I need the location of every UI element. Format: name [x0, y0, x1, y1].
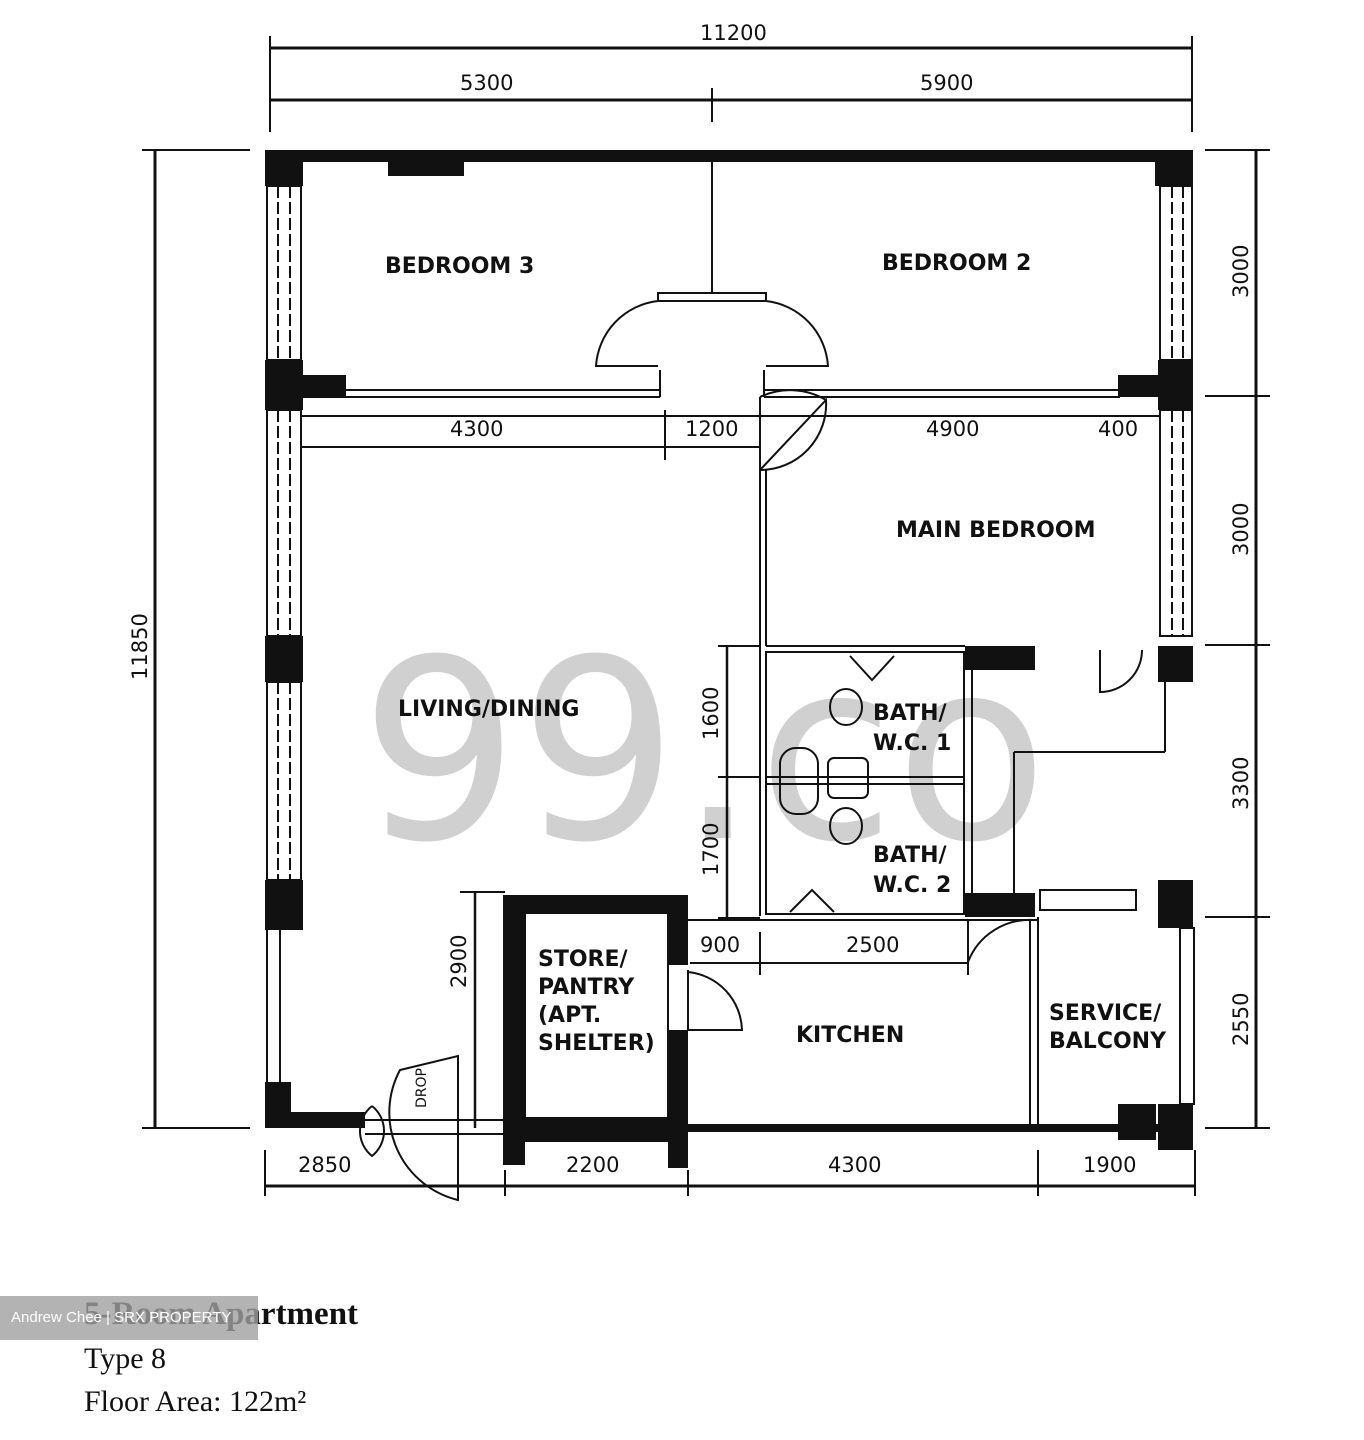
dim-corridor-0: 4300 — [450, 417, 503, 441]
dim-bottom-2: 4300 — [828, 1153, 881, 1177]
dim-bottom-3: 1900 — [1083, 1153, 1136, 1177]
watermark: 99.co — [360, 606, 1048, 897]
agent-credit-banner: Andrew Chee | SRX PROPERTY — [0, 1296, 258, 1340]
room-store-pantry-line4: SHELTER) — [538, 1031, 655, 1056]
room-bath-wc-2-line2: W.C. 2 — [873, 873, 951, 898]
dim-bath-1: 1700 — [699, 823, 723, 876]
dim-top-overall: 11200 — [700, 21, 767, 45]
dim-corridor-2: 4900 — [926, 417, 979, 441]
room-service-balcony-line2: BALCONY — [1049, 1029, 1167, 1054]
room-bedroom-2: BEDROOM 2 — [882, 251, 1031, 276]
dim-top-right: 5900 — [920, 71, 973, 95]
room-bath-wc-1: BATH/ — [873, 701, 948, 726]
dim-right-1: 3000 — [1229, 503, 1253, 556]
room-kitchen: KITCHEN — [796, 1023, 904, 1048]
dim-right-2: 3300 — [1229, 757, 1253, 810]
dim-top-left: 5300 — [460, 71, 513, 95]
room-main-bedroom: MAIN BEDROOM — [896, 518, 1095, 543]
floor-area: Floor Area: 122m² — [84, 1385, 307, 1418]
floor-plan: 99.co — [128, 21, 1270, 1202]
room-store-pantry: STORE/ — [538, 947, 629, 972]
dim-store-height: 2900 — [447, 935, 471, 988]
refuse-chute-label: DROP — [414, 1068, 430, 1108]
dim-left-overall: 11850 — [128, 613, 152, 680]
dim-kitchen-top-1: 2500 — [846, 933, 899, 957]
dim-bath-0: 1600 — [699, 687, 723, 740]
dim-corridor-3: 400 — [1098, 417, 1138, 441]
room-store-pantry-line2: PANTRY — [538, 975, 635, 1000]
dim-right-3: 2550 — [1229, 993, 1253, 1046]
apartment-type: Type 8 — [84, 1342, 167, 1375]
room-bath-wc-2: BATH/ — [873, 843, 948, 868]
dim-corridor-1: 1200 — [685, 417, 738, 441]
dim-right-0: 3000 — [1229, 245, 1253, 298]
room-bedroom-3: BEDROOM 3 — [385, 254, 534, 279]
room-bath-wc-1-line2: W.C. 1 — [873, 731, 951, 756]
dim-bottom-1: 2200 — [566, 1153, 619, 1177]
room-store-pantry-line3: (APT. — [538, 1003, 601, 1028]
room-service-balcony: SERVICE/ — [1049, 1001, 1162, 1026]
dim-kitchen-top-0: 900 — [700, 933, 740, 957]
room-living-dining: LIVING/DINING — [398, 697, 579, 722]
dim-bottom-0: 2850 — [298, 1153, 351, 1177]
